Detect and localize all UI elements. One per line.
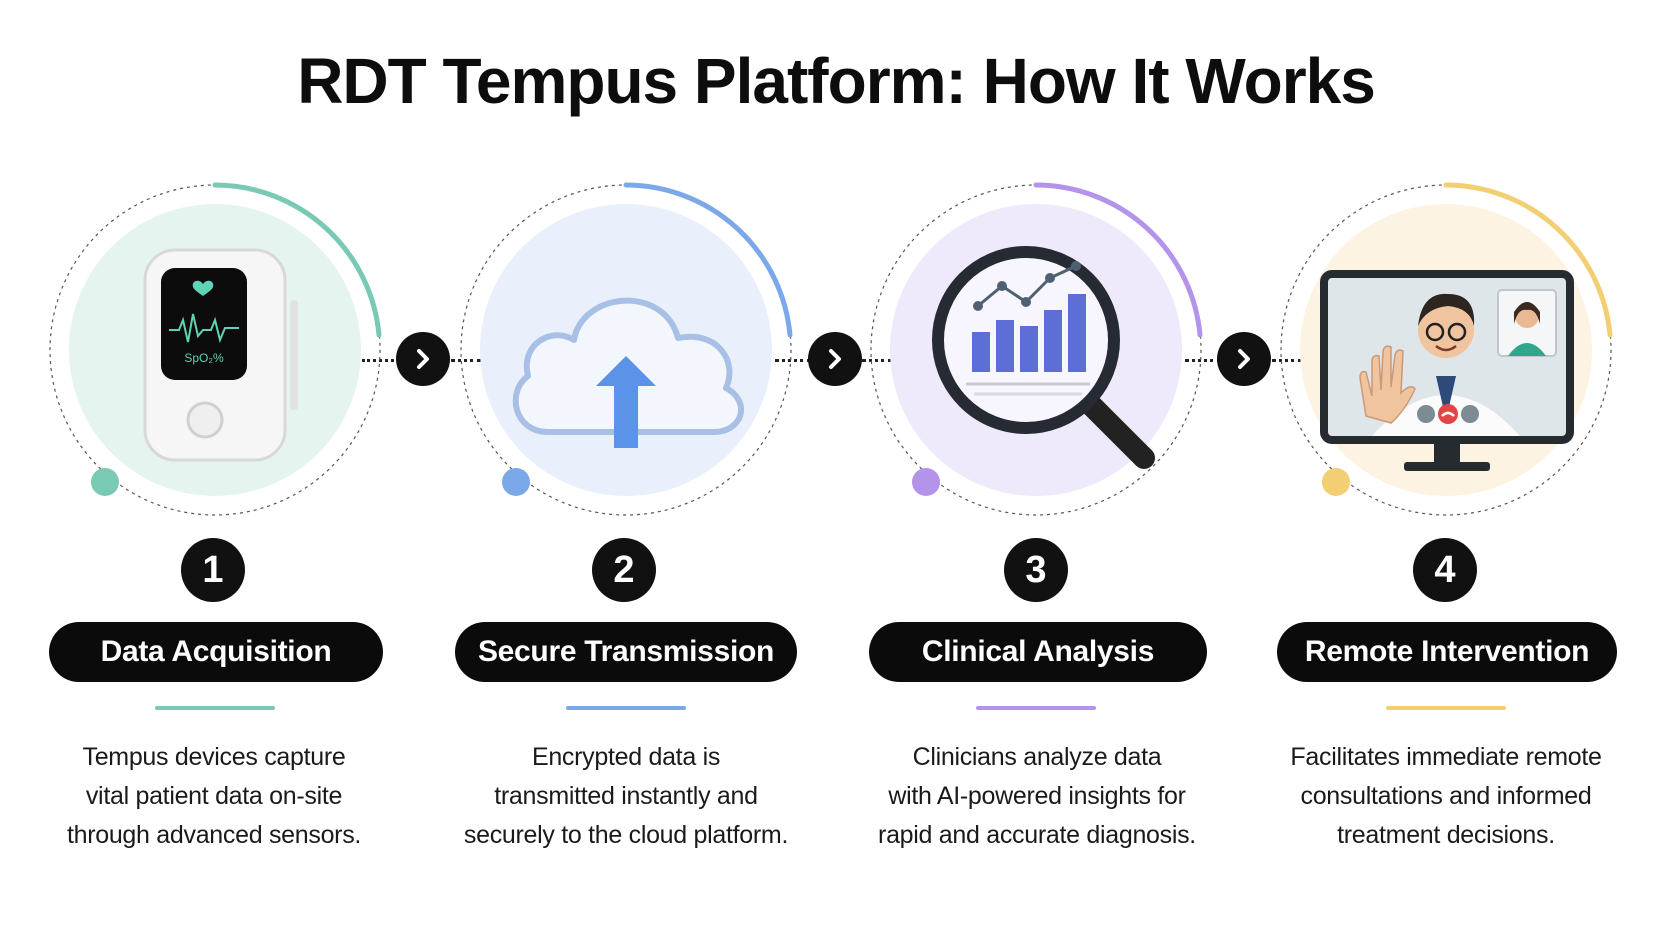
step-description: Encrypted data is transmitted instantly … [463,743,789,849]
step-1: SpO₂% [45,180,385,520]
connector-dots [362,359,400,362]
step-underline [155,706,275,710]
step-number-badge: 4 [1413,538,1477,602]
magnifier-chart-icon [932,246,1155,469]
connector-dots [775,359,811,362]
connector-dots [1185,359,1221,362]
step-underline [1386,706,1506,710]
step-title-data-acquisition: Data Acquisition [49,622,383,682]
step-4 [1276,180,1616,520]
connector-dots [1272,359,1302,362]
step-description: Clinicians analyze data with AI-powered … [878,743,1196,849]
step-number-badge: 3 [1004,538,1068,602]
step-2-illustration [456,180,796,520]
step-number-badge: 1 [181,538,245,602]
step-number-badge: 2 [592,538,656,602]
step-2 [456,180,796,520]
step-4-illustration [1276,180,1616,520]
video-consultation-icon [1320,270,1574,471]
step-underline [566,706,686,710]
step-description: Tempus devices capture vital patient dat… [66,743,362,849]
connector-dots [862,359,892,362]
connector-dots [451,359,481,362]
step-3 [866,180,1206,520]
step-3-illustration [866,180,1206,520]
chevron-right-icon [1217,332,1271,386]
svg-text:SpO₂%: SpO₂% [184,351,224,365]
chevron-right-icon [808,332,862,386]
step-title-remote-intervention: Remote Intervention [1277,622,1617,682]
chevron-right-icon [396,332,450,386]
page-title: RDT Tempus Platform: How It Works [297,45,1376,117]
step-1-illustration: SpO₂% [45,180,385,520]
pulse-oximeter-icon: SpO₂% [143,248,298,462]
step-description: Facilitates immediate remote consultatio… [1290,743,1602,849]
cloud-upload-icon [512,297,745,448]
step-title-clinical-analysis: Clinical Analysis [869,622,1207,682]
step-underline [976,706,1096,710]
step-title-secure-transmission: Secure Transmission [455,622,797,682]
